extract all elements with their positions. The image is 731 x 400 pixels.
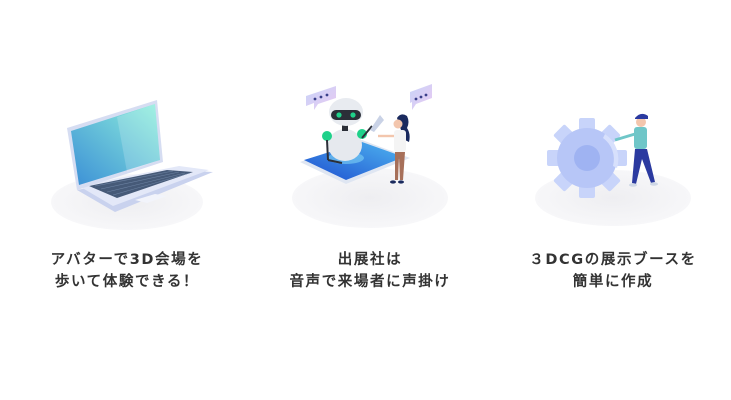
robot-icon [292, 84, 448, 228]
feature-caption: ３DCGの展示ブースを 簡単に作成 [493, 249, 731, 293]
robot-assistant-illustration [270, 0, 470, 240]
feature-caption: 出展社は 音声で来場者に声掛け [250, 249, 490, 293]
feature-caption: アバターで3D会場を 歩いて体験できる！ [7, 249, 247, 293]
gear-icon [535, 113, 691, 226]
gear-builder-illustration [513, 0, 713, 240]
speech-bubble-icon [306, 86, 336, 110]
woman-figure [378, 114, 410, 184]
caption-line-2: 簡単に作成 [572, 274, 654, 290]
caption-line-2: 歩いて体験できる！ [54, 274, 200, 290]
caption-line-1: アバターで3D会場を [50, 252, 204, 268]
laptop-illustration [27, 0, 227, 240]
laptop-icon [51, 100, 213, 230]
caption-line-2: 音声で来場者に声掛け [289, 274, 451, 290]
man-figure [614, 113, 658, 187]
caption-line-1: ３DCGの展示ブースを [529, 252, 697, 268]
caption-line-1: 出展社は [337, 252, 403, 268]
speech-bubble-icon [410, 84, 432, 110]
